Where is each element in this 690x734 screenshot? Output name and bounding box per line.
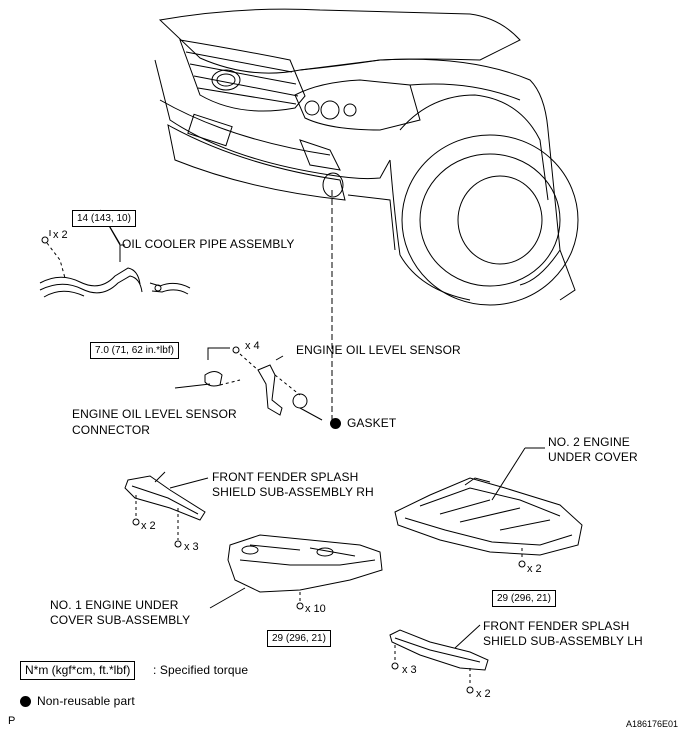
label-no1-cover-line2: COVER SUB-ASSEMBLY bbox=[50, 613, 191, 627]
legend-nonreusable-marker bbox=[20, 696, 31, 707]
qty-lh-bolts-b: x 2 bbox=[476, 688, 491, 700]
torque-box-sensor: 7.0 (71, 62 in.*lbf) bbox=[90, 342, 179, 359]
label-oil-level-sensor: ENGINE OIL LEVEL SENSOR bbox=[296, 343, 461, 357]
no1-under-cover-illustration bbox=[210, 535, 382, 609]
qty-no1-bolts: x 10 bbox=[305, 603, 326, 615]
legend-torque-text: : Specified torque bbox=[153, 663, 249, 677]
label-no2-cover-line2: UNDER COVER bbox=[548, 450, 638, 464]
label-sensor-connector-line1: ENGINE OIL LEVEL SENSOR bbox=[72, 407, 237, 421]
footer-left-code: P bbox=[8, 715, 16, 727]
qty-no2-bolts: x 2 bbox=[527, 563, 542, 575]
splash-shield-rh-illustration bbox=[125, 472, 208, 547]
oil-cooler-pipe-illustration bbox=[40, 210, 190, 297]
torque-box-pipe: 14 (143, 10) bbox=[72, 210, 136, 227]
legend-nonreusable-text: Non-reusable part bbox=[37, 694, 135, 708]
qty-rh-bolts-b: x 3 bbox=[184, 541, 199, 553]
figure-id: A186176E01 bbox=[626, 719, 679, 729]
label-no1-cover-line1: NO. 1 ENGINE UNDER bbox=[50, 598, 179, 612]
label-sensor-connector-line2: CONNECTOR bbox=[72, 423, 151, 437]
vehicle-front-illustration bbox=[155, 9, 578, 305]
legend-torque-unit-box: N*m (kgf*cm, ft.*lbf) bbox=[20, 661, 136, 680]
label-oil-cooler-pipe: OIL COOLER PIPE ASSEMBLY bbox=[122, 237, 295, 251]
label-no2-cover-line1: NO. 2 ENGINE bbox=[548, 435, 630, 449]
splash-shield-lh-illustration bbox=[390, 625, 488, 693]
qty-rh-bolts-a: x 2 bbox=[141, 520, 156, 532]
qty-pipe-bolts: x 2 bbox=[53, 229, 68, 241]
label-gasket: GASKET bbox=[347, 416, 397, 430]
label-splash-lh-line1: FRONT FENDER SPLASH bbox=[483, 619, 630, 633]
nonreusable-marker-gasket bbox=[330, 418, 341, 429]
torque-box-no1-cover: 29 (296, 21) bbox=[267, 630, 331, 647]
no2-under-cover-illustration bbox=[395, 448, 582, 567]
qty-lh-bolts-a: x 3 bbox=[402, 664, 417, 676]
label-splash-rh-line1: FRONT FENDER SPLASH bbox=[212, 470, 359, 484]
torque-box-no2-cover: 29 (296, 21) bbox=[492, 590, 556, 607]
label-splash-lh-line2: SHIELD SUB-ASSEMBLY LH bbox=[483, 634, 643, 648]
label-splash-rh-line2: SHIELD SUB-ASSEMBLY RH bbox=[212, 485, 374, 499]
oil-level-sensor-illustration bbox=[175, 190, 332, 420]
qty-sensor-bolts: x 4 bbox=[245, 340, 260, 352]
